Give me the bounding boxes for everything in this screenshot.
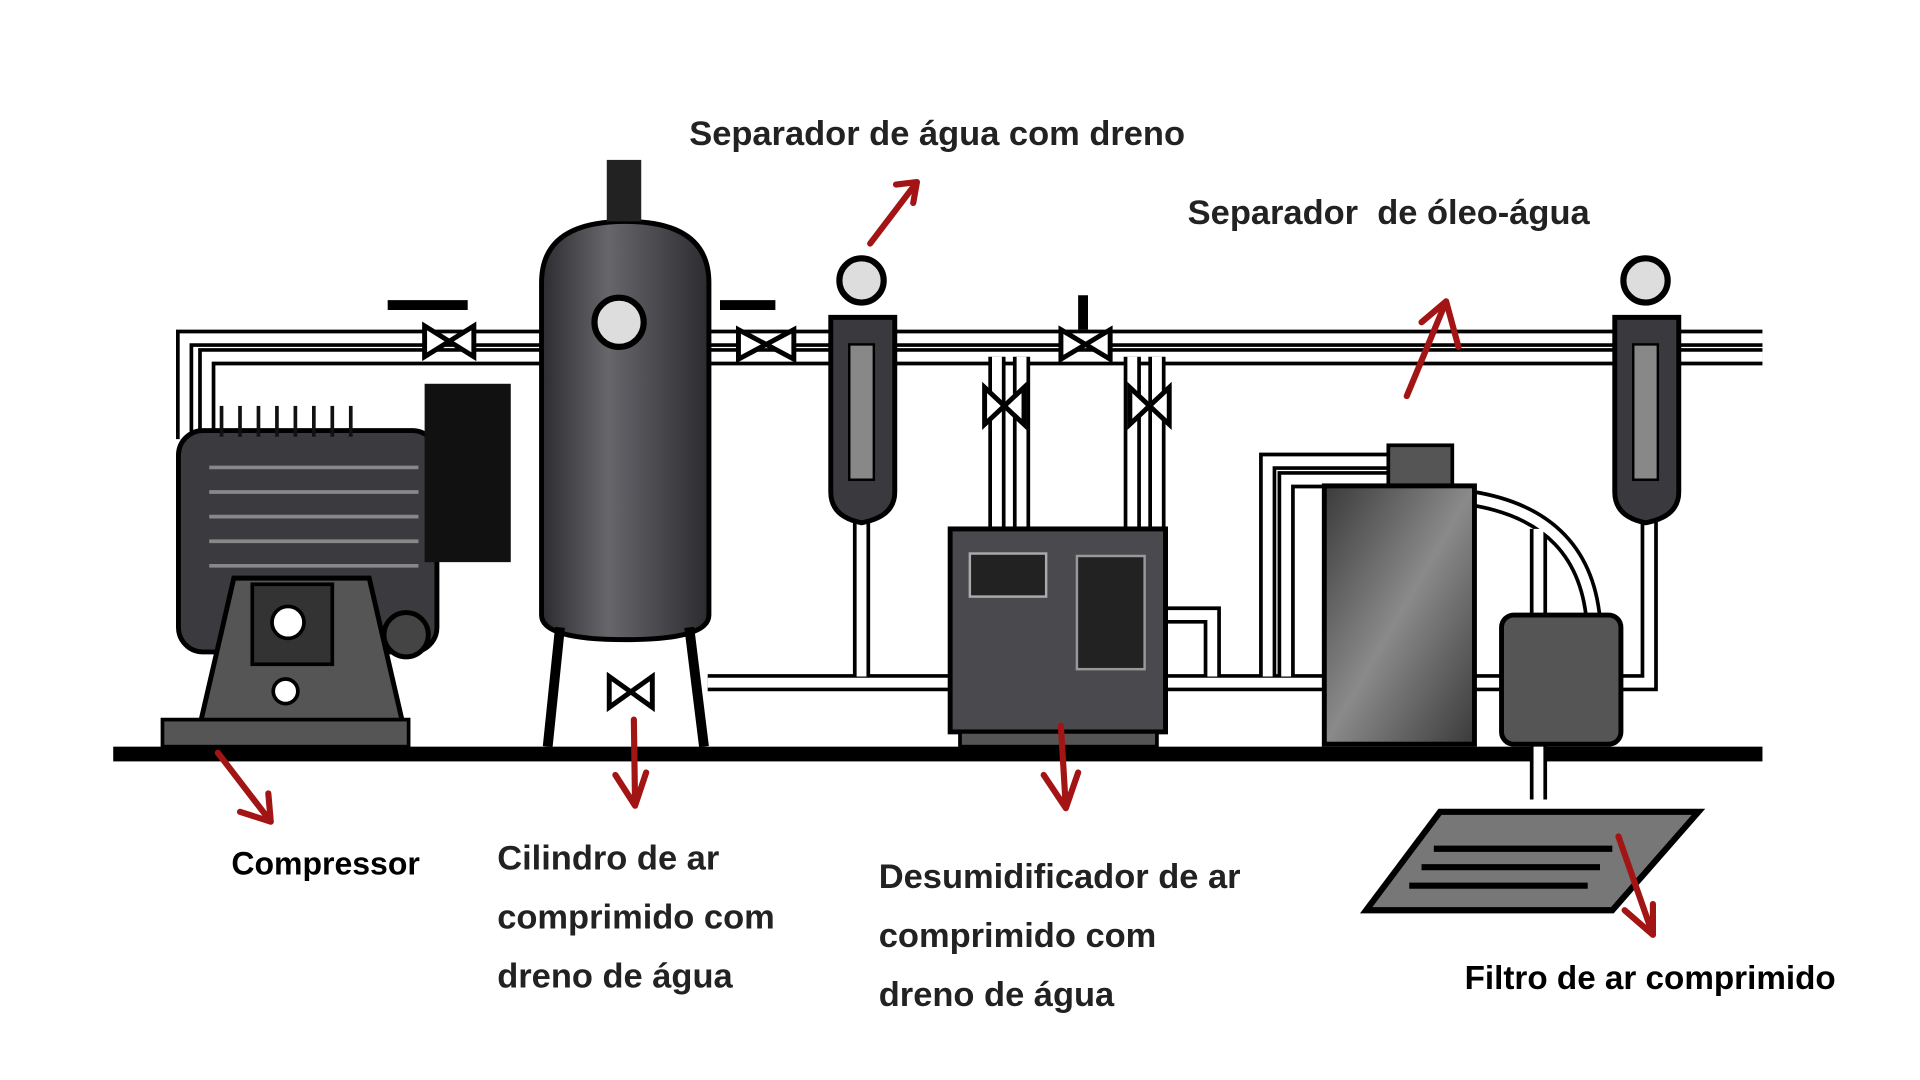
water-separator-2 xyxy=(1612,255,1682,526)
label-air-tank-line-3: dreno de água xyxy=(497,958,733,996)
air-dryer xyxy=(947,526,1168,749)
air-tank xyxy=(539,159,712,748)
arrow-oil-water-separator xyxy=(1403,298,1462,400)
arrow-filter xyxy=(1615,833,1656,938)
compressor xyxy=(160,383,511,749)
arrow-water-separator xyxy=(867,178,921,247)
label-air-tank-line-2: comprimido com xyxy=(497,899,775,937)
label-water-separator: Separador de água com dreno xyxy=(689,115,1185,153)
arrow-dryer xyxy=(1040,722,1082,812)
label-air-tank-line-1: Cilindro de ar xyxy=(497,840,719,878)
label-dryer-line-3: dreno de água xyxy=(879,976,1115,1014)
annotation-arrows xyxy=(214,178,1656,938)
floor-drain xyxy=(1360,808,1706,914)
floor-line xyxy=(113,746,1763,762)
label-air-tank: Cilindro de ar comprimido com dreno de á… xyxy=(497,840,775,996)
arrow-air-tank xyxy=(612,716,650,809)
oil-water-separator xyxy=(1321,443,1624,747)
valves xyxy=(387,295,1172,713)
label-dryer-line-1: Desumidificador de ar xyxy=(879,858,1241,896)
water-separator-1 xyxy=(828,255,898,526)
label-filter: Filtro de ar comprimido xyxy=(1465,960,1836,997)
label-oil-water-separator: Separador de óleo-água xyxy=(1188,194,1591,232)
label-dryer-line-2: comprimido com xyxy=(879,917,1157,955)
label-compressor: Compressor xyxy=(231,846,419,882)
arrow-compressor xyxy=(214,749,274,825)
label-dryer: Desumidificador de ar comprimido com dre… xyxy=(879,858,1241,1014)
